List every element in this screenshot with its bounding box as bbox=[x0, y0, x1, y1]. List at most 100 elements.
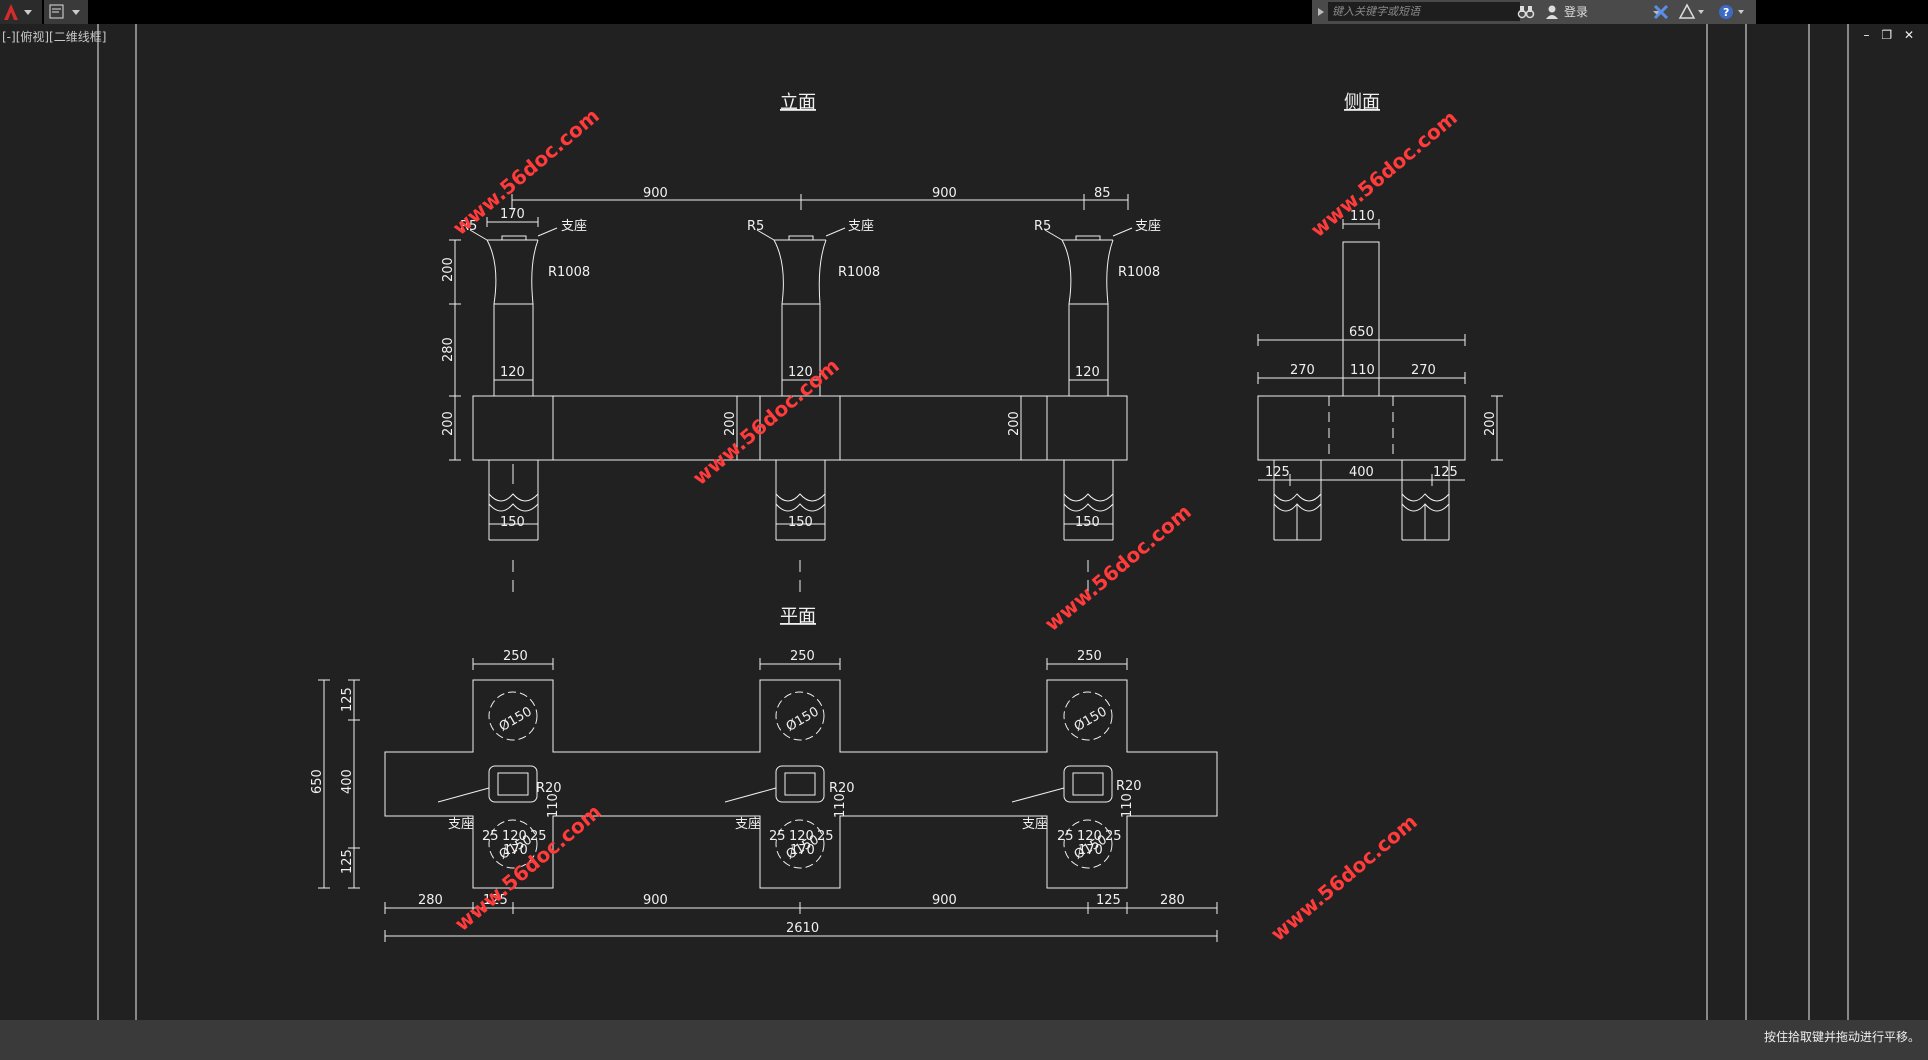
login-label: 登录 bbox=[1564, 5, 1589, 19]
plan-circle-1: Ø150 bbox=[497, 704, 535, 735]
side-dim-pile-gap: 400 bbox=[1349, 465, 1374, 480]
watermark-4: www.56doc.com bbox=[1040, 499, 1196, 635]
dim-pile-right: 150 bbox=[1075, 515, 1100, 530]
plan-dim-overall: 2610 bbox=[786, 921, 819, 936]
watermarks: www.56doc.com www.56doc.com www.56doc.co… bbox=[448, 103, 1462, 945]
bearing-label-right: 支座 bbox=[1135, 219, 1161, 234]
plan-r-left: R20 bbox=[536, 781, 562, 796]
info-center: 登录 ? bbox=[1312, 0, 1756, 24]
bearing-label-mid: 支座 bbox=[848, 219, 874, 234]
plan-bearing-left: 支座 bbox=[448, 817, 474, 832]
dim-pile-mid: 150 bbox=[788, 515, 813, 530]
arc-radius-left: R1008 bbox=[548, 265, 590, 280]
radius-right: R5 bbox=[1034, 219, 1051, 234]
plan-dim-125: 125 bbox=[1096, 893, 1121, 908]
restore-button[interactable]: ❐ bbox=[1881, 28, 1893, 42]
plan-dim-seg-top: 125 bbox=[340, 687, 355, 712]
side-dim-pile-right: 125 bbox=[1433, 465, 1458, 480]
plan-pad-depth-mid: 110 bbox=[833, 793, 848, 818]
drawing-canvas[interactable]: [-][俯视][二维线框] – ❐ ✕ 立面 侧面 平面 bbox=[0, 24, 1928, 1020]
plan-pad-depth-left: 110 bbox=[546, 793, 561, 818]
plan-bearing-mid: 支座 bbox=[735, 817, 761, 832]
dim-h-col: 280 bbox=[441, 337, 456, 362]
autocad-logo-icon bbox=[4, 4, 32, 20]
plan-bearing-right: 支座 bbox=[1022, 817, 1048, 832]
dim-span-left: 900 bbox=[643, 186, 668, 201]
status-message: 按住拾取键并拖动进行平移。 bbox=[1763, 1030, 1920, 1044]
plan-dim-total-h: 650 bbox=[310, 769, 325, 794]
svg-text:?: ? bbox=[1723, 6, 1729, 19]
plan-circle-3: Ø150 bbox=[1072, 704, 1110, 735]
dim-h-cap: 200 bbox=[441, 257, 456, 282]
side-title: 侧面 bbox=[1344, 92, 1380, 113]
viewport-controls[interactable]: [-][俯视][二维线框] bbox=[2, 30, 107, 44]
side-dim-right: 270 bbox=[1411, 363, 1436, 378]
a360-icon[interactable] bbox=[1676, 0, 1706, 24]
plan-circle-2: Ø150 bbox=[784, 704, 822, 735]
watermark-2: www.56doc.com bbox=[1306, 105, 1462, 241]
drawing-window-controls: – ❐ ✕ bbox=[1864, 28, 1914, 42]
plan-r-mid: R20 bbox=[829, 781, 855, 796]
plan-dim-pier-mid: 250 bbox=[790, 649, 815, 664]
side-labels: 110 650 270 110 270 200 125 400 125 bbox=[1265, 209, 1498, 480]
side-dim-beam-h: 200 bbox=[1483, 411, 1498, 436]
arc-radius-right: R1008 bbox=[1118, 265, 1160, 280]
side-dim-top: 110 bbox=[1350, 209, 1375, 224]
dim-col-left: 120 bbox=[500, 365, 525, 380]
plan-sub-total-right: 170 bbox=[1078, 843, 1103, 858]
login-menu[interactable]: 登录 bbox=[1536, 0, 1666, 24]
side-dim-mid: 110 bbox=[1350, 363, 1375, 378]
status-bar: 按住拾取键并拖动进行平移。 bbox=[0, 1020, 1928, 1060]
side-dim-left: 270 bbox=[1290, 363, 1315, 378]
watermark-3: www.56doc.com bbox=[688, 353, 844, 489]
plan-sub-a-right: 25 bbox=[1057, 829, 1074, 844]
plan-sub-b: 120 bbox=[502, 829, 527, 844]
plan-dim-seg-mid: 400 bbox=[340, 769, 355, 794]
dim-h-beam: 200 bbox=[441, 411, 456, 436]
quick-access-toolbar[interactable] bbox=[44, 0, 88, 24]
elevation-view bbox=[449, 194, 1133, 592]
plan-dim-pier-right: 250 bbox=[1077, 649, 1102, 664]
application-menu-button[interactable] bbox=[0, 0, 42, 24]
title-bar: 登录 ? bbox=[0, 0, 1928, 24]
plan-sub-a-mid: 25 bbox=[769, 829, 786, 844]
plan-sub-c-right: 25 bbox=[1105, 829, 1122, 844]
plan-sub-b-right: 120 bbox=[1077, 829, 1102, 844]
plan-dim-seg-bot: 125 bbox=[340, 849, 355, 874]
elevation-title: 立面 bbox=[780, 92, 816, 113]
plan-dim-bottom-right: 280 bbox=[1160, 893, 1185, 908]
bearing-label-left: 支座 bbox=[561, 219, 587, 234]
dim-col-mid: 120 bbox=[788, 365, 813, 380]
dim-h-beam-mid: 200 bbox=[723, 411, 738, 436]
user-icon bbox=[1546, 5, 1558, 19]
plan-labels: 250 250 250 650 125 400 125 Ø150 Ø150 Ø1… bbox=[310, 649, 1185, 936]
plan-sub-c-mid: 25 bbox=[817, 829, 834, 844]
side-dim-pile-left: 125 bbox=[1265, 465, 1290, 480]
plan-dim-bottom-small: 125 bbox=[483, 893, 508, 908]
workspace-icon bbox=[49, 4, 80, 19]
dim-cap-top: 170 bbox=[500, 207, 525, 222]
dim-right-edge: 85 bbox=[1094, 186, 1111, 201]
side-dim-overall: 650 bbox=[1349, 325, 1374, 340]
radius-mid: R5 bbox=[747, 219, 764, 234]
elevation-labels: 900 900 85 170 120 120 120 150 150 150 2… bbox=[441, 186, 1161, 530]
plan-dim-bottom-left: 280 bbox=[418, 893, 443, 908]
plan-view bbox=[318, 658, 1218, 942]
close-button[interactable]: ✕ bbox=[1903, 28, 1914, 42]
side-view bbox=[1257, 219, 1503, 541]
expand-arrow-icon[interactable] bbox=[1314, 0, 1328, 24]
plan-dim-span-left: 900 bbox=[643, 893, 668, 908]
binoculars-icon[interactable] bbox=[1516, 0, 1536, 24]
help-icon[interactable]: ? bbox=[1716, 0, 1746, 24]
plan-dim-span-right: 900 bbox=[932, 893, 957, 908]
arc-radius-mid: R1008 bbox=[838, 265, 880, 280]
plan-sub-c: 25 bbox=[530, 829, 547, 844]
exchange-apps-icon[interactable] bbox=[1650, 0, 1672, 24]
plan-r-right: R20 bbox=[1116, 779, 1142, 794]
minimize-button[interactable]: – bbox=[1863, 28, 1870, 42]
search-input[interactable] bbox=[1328, 2, 1520, 21]
plan-pad-depth-right: 110 bbox=[1120, 793, 1135, 818]
cad-drawing: 立面 侧面 平面 bbox=[97, 24, 1849, 1020]
dim-span-right: 900 bbox=[932, 186, 957, 201]
plan-sub-total: 170 bbox=[503, 843, 528, 858]
